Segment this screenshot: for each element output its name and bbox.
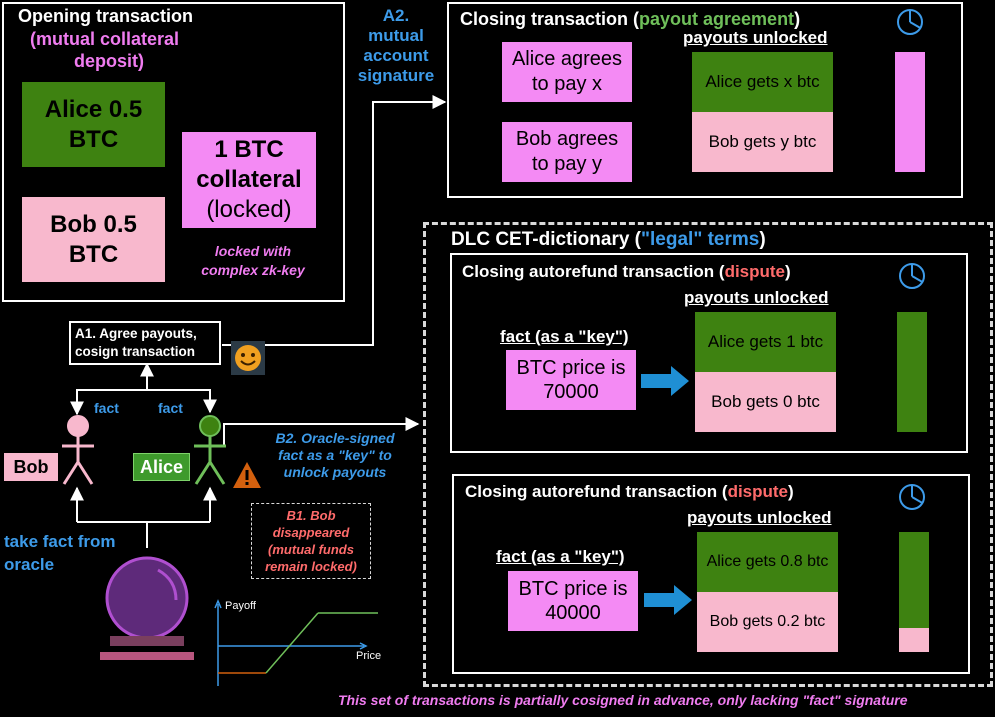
locked-note: locked with complex zk-key: [201, 243, 305, 278]
refund2-bob-box: Bob gets 0.2 btc: [697, 592, 838, 652]
refund2-frame: [452, 474, 970, 674]
crystal-ball-icon: [100, 556, 194, 660]
refund2-payout-bar: [899, 532, 929, 652]
refund1-alice-share: [897, 312, 927, 432]
refund2-fact-label: fact (as a "key"): [496, 547, 625, 566]
closing-title: Closing transaction (payout agreement): [460, 9, 801, 29]
refund2-alice-box: Alice gets 0.8 btc: [697, 532, 838, 592]
bob-agrees-label: Bob agrees to pay y: [515, 128, 619, 175]
collateral-amount: 1 BTC collateral: [196, 136, 302, 193]
refund2-title-accent: dispute: [727, 482, 789, 501]
refund1-title-accent: dispute: [724, 262, 786, 281]
refund2-price-box: BTC price is 40000: [508, 571, 638, 631]
refund1-payout-bar: [897, 312, 927, 432]
opening-transaction-frame: [2, 2, 345, 302]
pie-chart-icon: [897, 9, 923, 35]
dlc-footnote: This set of transactions is partially co…: [338, 692, 908, 708]
refund1-bob-box: Bob gets 0 btc: [695, 372, 836, 432]
a2-label: A2. mutual account signature: [357, 6, 435, 85]
payoff-line-slope: [265, 612, 319, 674]
alice-gets-label: Alice gets x btc: [705, 72, 820, 91]
alice-label: Alice: [133, 453, 190, 481]
pie-chart-icon: [899, 263, 925, 289]
bob-label: Bob: [4, 453, 58, 481]
fact-label-bob: fact: [94, 400, 119, 416]
dlc-dictionary-frame: [423, 222, 993, 687]
refund2-bob-label: Bob gets 0.2 btc: [709, 613, 826, 630]
b2-label: B2. Oracle-signed fact as a "key" to unl…: [275, 430, 395, 480]
payoff-ylabel: Payoff: [225, 600, 256, 612]
opening-subtitle-2: deposit): [74, 51, 144, 71]
fact-label-alice: fact: [158, 400, 183, 416]
bob-agrees-box: Bob agrees to pay y: [502, 122, 632, 182]
smiley-icon: [231, 341, 265, 375]
refund1-payouts-header: payouts unlocked: [684, 288, 829, 307]
refund2-alice-share: [899, 532, 929, 628]
refund2-payouts-header: payouts unlocked: [687, 508, 832, 527]
refund2-alice-label: Alice gets 0.8 btc: [706, 553, 829, 570]
alice-figure-icon: [194, 415, 226, 485]
payoff-xlabel: Price: [356, 650, 382, 662]
collateral-status: (locked): [206, 196, 292, 223]
b1-label: B1. Bob disappeared (mutual funds remain…: [251, 503, 371, 579]
refund1-alice-label: Alice gets 1 btc: [707, 332, 824, 351]
alice-agrees-box: Alice agrees to pay x: [502, 42, 632, 102]
warning-icon: [233, 462, 261, 488]
refund2-title: Closing autorefund transaction (dispute): [465, 482, 794, 501]
refund1-fact-label: fact (as a "key"): [500, 327, 629, 346]
refund1-alice-box: Alice gets 1 btc: [695, 312, 836, 372]
bob-deposit-label: Bob 0.5 BTC: [50, 210, 137, 268]
opening-subtitle-1: (mutual collateral: [30, 29, 180, 49]
payoff-chart: [214, 599, 378, 686]
closing-payout-bar: [895, 52, 925, 172]
alice-deposit-label: Alice 0.5 BTC: [44, 95, 143, 153]
refund1-frame: [450, 253, 968, 453]
alice-gets-box: Alice gets x btc: [692, 52, 833, 112]
closing-payouts-header: payouts unlocked: [683, 28, 828, 47]
refund1-price-label: BTC price is 70000: [516, 357, 626, 403]
refund1-bob-label: Bob gets 0 btc: [711, 392, 820, 411]
bob-figure-icon: [62, 415, 94, 485]
refund2-arrow-icon: [644, 585, 692, 615]
refund1-title: Closing autorefund transaction (dispute): [462, 262, 791, 281]
bob-gets-box: Bob gets y btc: [692, 112, 833, 172]
closing-title-accent: payout agreement: [639, 9, 795, 29]
take-fact-label: take fact from oracle: [4, 532, 116, 574]
pie-chart-icon: [899, 484, 925, 510]
a1-label: A1. Agree payouts, cosign transaction: [69, 321, 221, 365]
refund2-price-label: BTC price is 40000: [518, 578, 628, 624]
closing-transaction-frame: [447, 2, 963, 198]
refund1-price-box: BTC price is 70000: [506, 350, 636, 410]
refund1-arrow-icon: [641, 366, 689, 396]
bob-gets-label: Bob gets y btc: [708, 132, 817, 151]
dlc-title-accent: "legal" terms: [641, 229, 760, 250]
opening-title: Opening transaction: [18, 6, 194, 26]
alice-deposit-box: Alice 0.5 BTC: [22, 82, 165, 167]
collateral-box: 1 BTC collateral (locked): [182, 132, 316, 228]
dlc-title: DLC CET-dictionary ("legal" terms): [451, 229, 766, 250]
alice-agrees-label: Alice agrees to pay x: [511, 48, 623, 95]
bob-deposit-box: Bob 0.5 BTC: [22, 197, 165, 282]
